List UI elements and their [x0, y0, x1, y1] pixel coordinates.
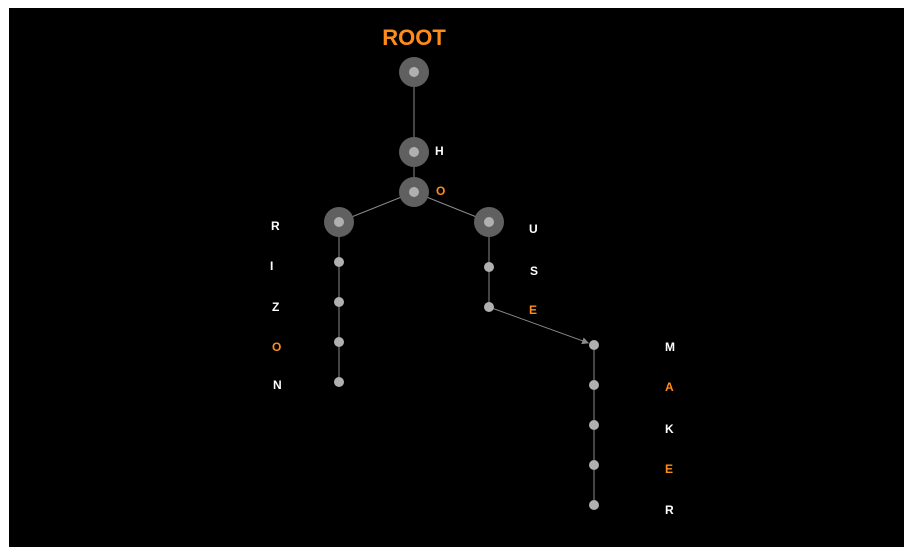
node-label-e1: E — [529, 303, 537, 317]
node-dot — [484, 302, 494, 312]
node-dot — [409, 147, 419, 157]
node-dot — [409, 187, 419, 197]
node-label-m: M — [665, 340, 675, 354]
node-dot — [484, 217, 494, 227]
node-label-o1: O — [436, 184, 445, 198]
node-m: M — [589, 340, 675, 354]
node-dot — [589, 460, 599, 470]
node-label-s: S — [530, 264, 538, 278]
node-a: A — [589, 380, 674, 394]
trie-diagram: ROOT H O R I Z O N U S E M A K E R — [270, 25, 675, 517]
node-label-r2: R — [665, 503, 674, 517]
node-dot — [589, 380, 599, 390]
node-dot — [334, 217, 344, 227]
node-n: N — [273, 377, 344, 392]
node-r1: R — [271, 207, 354, 237]
node-o2: O — [272, 337, 344, 354]
node-dot — [334, 337, 344, 347]
node-z: Z — [272, 297, 344, 314]
node-dot — [589, 420, 599, 430]
edge-e1-m — [488, 306, 590, 345]
node-i: I — [270, 257, 344, 273]
root-title: ROOT — [382, 25, 446, 50]
node-s: S — [484, 262, 538, 278]
node-label-k: K — [665, 422, 674, 436]
node-k: K — [589, 420, 674, 436]
node-dot — [589, 340, 599, 350]
nodes-layer: H O R I Z O N U S E M A K E R — [270, 57, 675, 517]
node-dot — [409, 67, 419, 77]
node-e2: E — [589, 460, 673, 476]
node-r2: R — [589, 500, 674, 517]
node-label-n: N — [273, 378, 282, 392]
node-label-a: A — [665, 380, 674, 394]
node-label-r1: R — [271, 219, 280, 233]
tree-canvas: ROOT H O R I Z O N U S E M A K E R — [9, 8, 904, 547]
node-dot — [484, 262, 494, 272]
node-label-o2: O — [272, 340, 281, 354]
node-dot — [334, 257, 344, 267]
node-root — [399, 57, 429, 87]
node-h: H — [399, 137, 444, 167]
node-label-e2: E — [665, 462, 673, 476]
node-o1: O — [399, 177, 445, 207]
node-label-i: I — [270, 259, 273, 273]
node-label-h: H — [435, 144, 444, 158]
node-dot — [334, 297, 344, 307]
node-u: U — [474, 207, 538, 237]
node-e1: E — [484, 302, 537, 317]
edges-layer — [338, 72, 595, 505]
node-dot — [334, 377, 344, 387]
node-dot — [589, 500, 599, 510]
node-label-u: U — [529, 222, 538, 236]
node-label-z: Z — [272, 300, 279, 314]
